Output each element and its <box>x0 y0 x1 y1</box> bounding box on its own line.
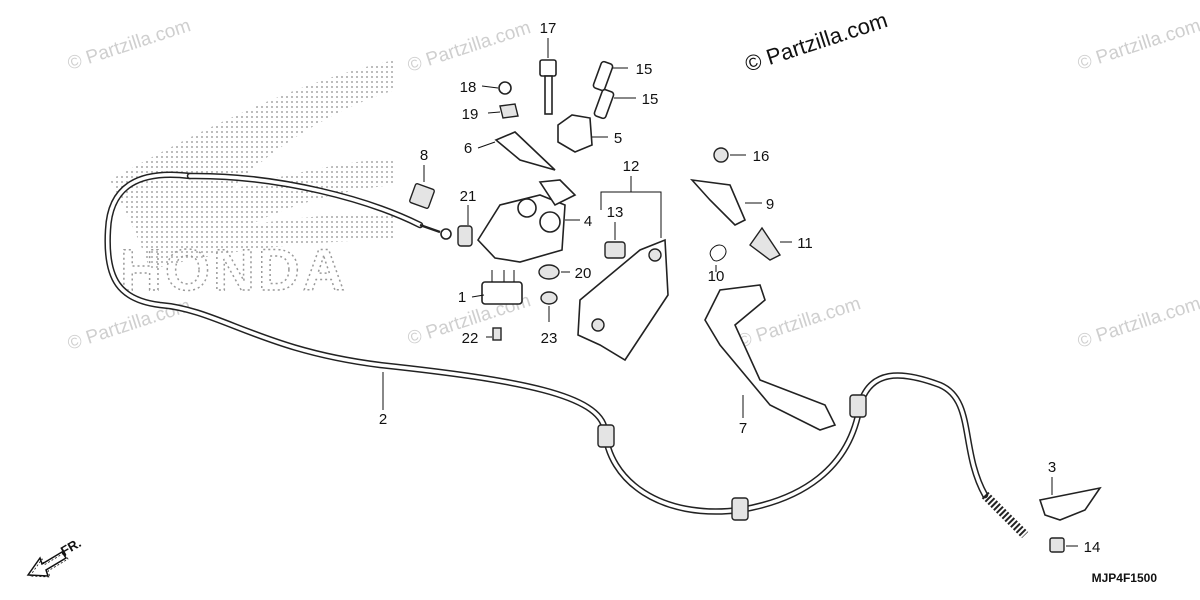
part-label-22: 22 <box>462 330 479 347</box>
part-label-19: 19 <box>462 106 479 123</box>
part-label-11: 11 <box>797 235 813 252</box>
switch-clamp <box>557 114 593 153</box>
part-label-18: 18 <box>460 79 477 96</box>
part-label-8: 8 <box>420 147 428 164</box>
part-label-6: 6 <box>464 140 472 157</box>
part-label-5: 5 <box>614 130 622 147</box>
part-label-17: 17 <box>540 20 557 37</box>
honda-wing-logo: HONDA <box>110 60 395 304</box>
part-label-10: 10 <box>708 268 725 285</box>
lock-nut <box>457 225 473 247</box>
part-label-15a: 15 <box>636 61 653 78</box>
washer-23 <box>540 291 558 305</box>
part-label-13: 13 <box>607 204 624 221</box>
switch-screw <box>492 327 502 341</box>
adjuster-bolt <box>409 183 435 209</box>
clutch-arm <box>704 284 837 431</box>
return-spring <box>709 244 727 262</box>
part-label-1: 1 <box>458 289 466 306</box>
part-label-7: 7 <box>739 420 747 437</box>
part-label-12: 12 <box>623 158 640 175</box>
part-label-9: 9 <box>766 196 774 213</box>
cable-bracket <box>1038 486 1102 521</box>
watermark: © Partzilla.com <box>1075 15 1200 75</box>
part-label-14: 14 <box>1084 539 1101 556</box>
part-label-4: 4 <box>584 213 592 230</box>
diagram-code: MJP4F1500 <box>1092 571 1158 585</box>
washer-20 <box>538 264 560 280</box>
nut <box>499 103 519 119</box>
watermark: © Partzilla.com <box>65 15 193 75</box>
collar <box>604 241 626 259</box>
front-direction-arrow: FR. <box>26 535 84 578</box>
bolt-15-upper <box>592 60 614 92</box>
bracket-bolt <box>1049 537 1065 553</box>
long-bolt <box>539 59 557 115</box>
part-label-21: 21 <box>460 188 477 205</box>
bolt-15-lower <box>593 88 615 120</box>
leader-lines <box>382 38 1078 547</box>
plate-bracket <box>494 131 556 171</box>
rubber-pad <box>749 226 782 261</box>
part-label-15b: 15 <box>642 91 659 108</box>
lever-holder <box>476 179 577 263</box>
watermark: © Partzilla.com <box>1075 293 1200 353</box>
honda-logo-text: HONDA <box>120 238 348 303</box>
partzilla-watermark: © Partzilla.com <box>742 7 891 77</box>
part-label-3: 3 <box>1048 459 1056 476</box>
clutch-cable <box>104 171 1029 539</box>
clutch-switch <box>481 270 523 305</box>
part-label-20: 20 <box>575 265 592 282</box>
stopper-plate <box>689 178 747 226</box>
part-labels: 17 18 19 15 15 5 6 8 21 4 1 22 20 23 13 … <box>379 20 1101 556</box>
part-label-23: 23 <box>541 330 558 347</box>
socket-bolt <box>713 147 729 163</box>
watermark: © Partzilla.com <box>405 17 533 77</box>
part-label-2: 2 <box>379 411 387 428</box>
small-screw <box>498 81 512 95</box>
part-label-16: 16 <box>753 148 770 165</box>
